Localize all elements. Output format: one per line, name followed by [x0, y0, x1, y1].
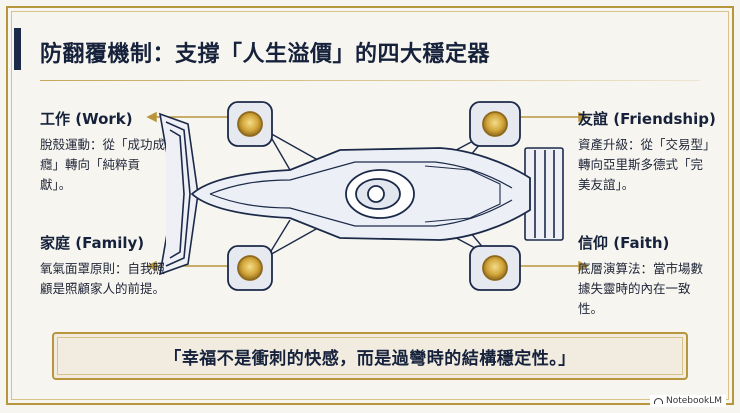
pillar-faith: 信仰 (Faith) 底層演算法：當市場數據失靈時的內在一致性。	[578, 232, 713, 319]
wheel-rear-right	[469, 245, 521, 291]
pillar-faith-description: 底層演算法：當市場數據失靈時的內在一致性。	[578, 261, 704, 316]
pillar-work-heading: 工作 (Work)	[40, 110, 133, 128]
page-frame	[6, 6, 734, 405]
wheel-rear-left	[227, 245, 273, 291]
pillar-friendship-heading: 友誼 (Friendship)	[578, 110, 716, 128]
front-wing	[158, 112, 199, 276]
pillar-work-description: 脫殼運動：從「成功成癮」轉向「純粹貢獻」。	[40, 137, 166, 192]
quote-banner: 「幸福不是衝刺的快感，而是過彎時的結構穩定性。」	[52, 332, 688, 380]
pillar-work: 工作 (Work) 脫殼運動：從「成功成癮」轉向「純粹貢獻」。	[40, 108, 170, 195]
pointer-arrows	[146, 111, 589, 272]
car-body	[190, 147, 531, 241]
notebooklm-watermark: NotebookLM	[649, 395, 726, 407]
wheel-front-right	[469, 101, 521, 147]
pillar-family: 家庭 (Family) 氧氣面罩原則：自我照顧是照顧家人的前提。	[40, 232, 170, 299]
notebooklm-logo-icon	[653, 398, 663, 404]
pillar-friendship-description: 資產升級：從「交易型」轉向亞里斯多德式「完美友誼」。	[578, 137, 710, 192]
page-title: 防翻覆機制：支撐「人生溢價」的四大穩定器	[40, 42, 491, 67]
title-divider	[40, 80, 700, 81]
pillar-family-heading: 家庭 (Family)	[40, 234, 145, 252]
quote-text: 「幸福不是衝刺的快感，而是過彎時的結構穩定性。」	[164, 348, 576, 369]
pillar-friendship: 友誼 (Friendship) 資產升級：從「交易型」轉向亞里斯多德式「完美友誼…	[578, 108, 716, 195]
title-accent-bar	[14, 28, 21, 70]
pillar-faith-heading: 信仰 (Faith)	[578, 234, 670, 252]
race-car-illustration	[146, 101, 589, 291]
wheel-front-left	[227, 101, 273, 147]
pillar-family-description: 氧氣面罩原則：自我照顧是照顧家人的前提。	[40, 261, 166, 296]
watermark-text: NotebookLM	[665, 396, 722, 406]
